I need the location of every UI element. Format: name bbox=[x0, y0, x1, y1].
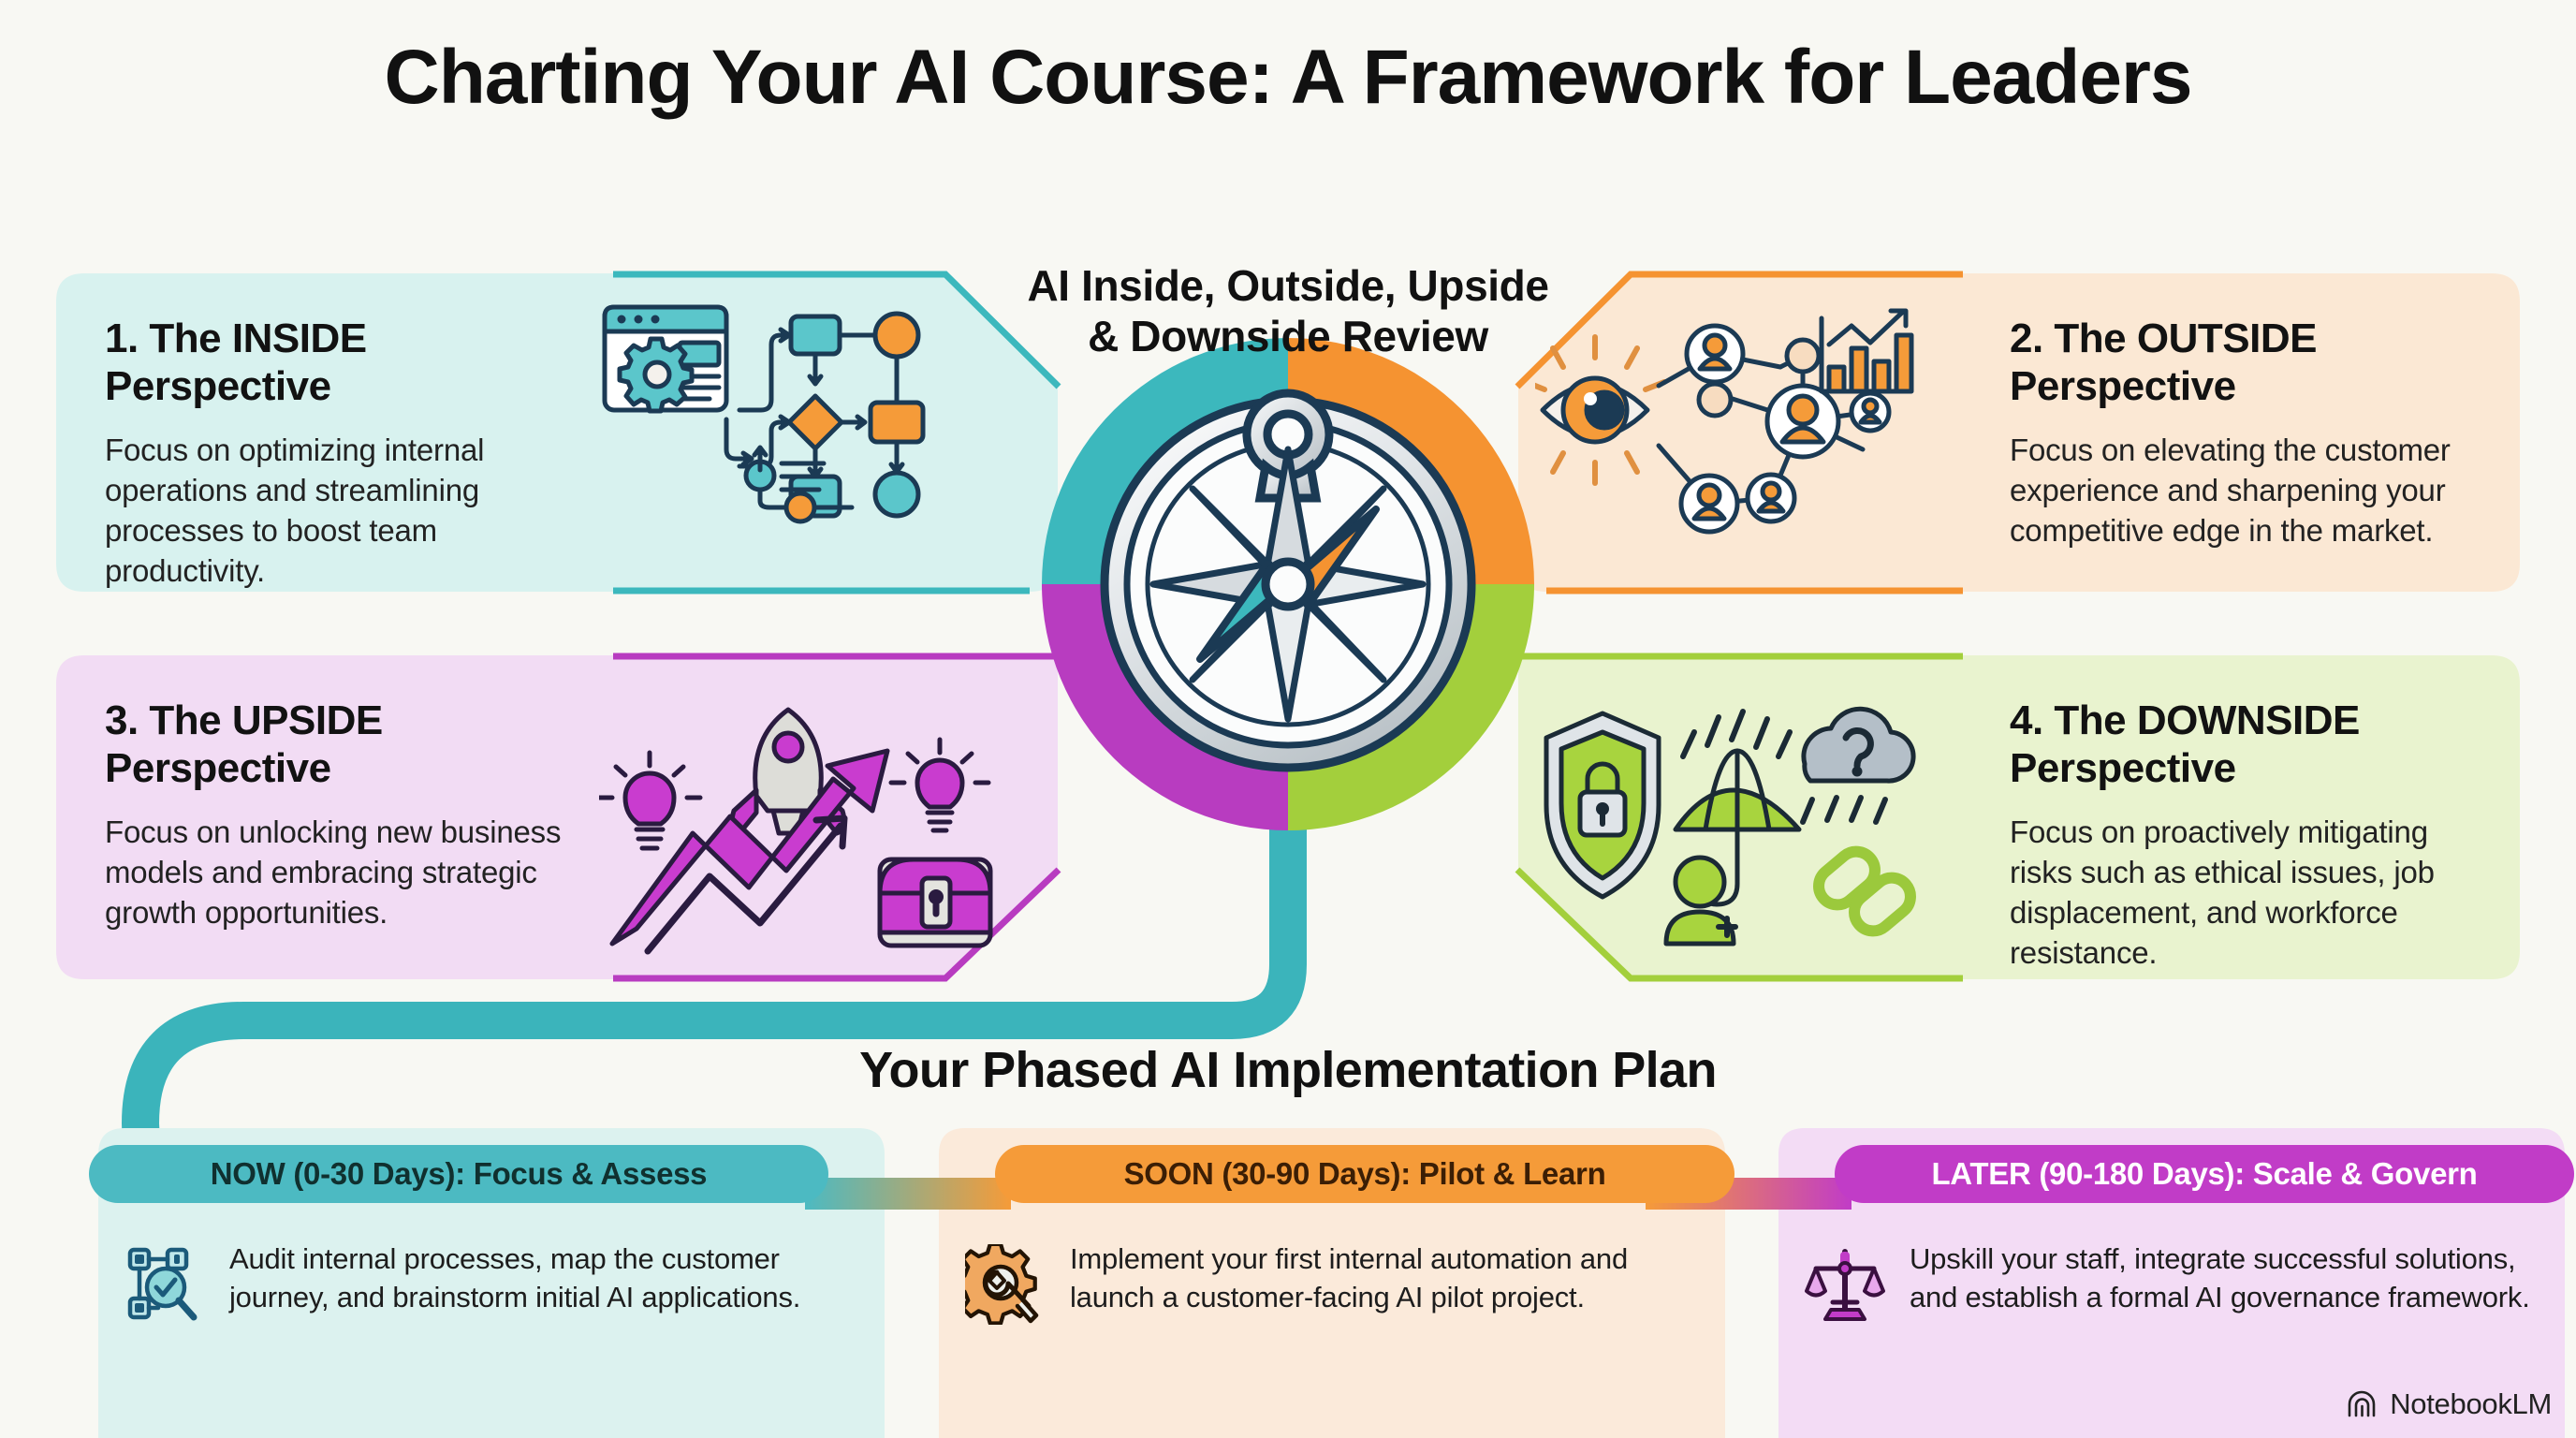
quadrant-body-outside: Focus on elevating the customer experien… bbox=[2010, 433, 2451, 548]
quadrant-body-downside: Focus on proactively mitigating risks su… bbox=[2010, 814, 2435, 970]
phase-content-later: Upskill your staff, integrate successful… bbox=[1805, 1240, 2544, 1325]
phase-card-now[interactable]: NOW (0-30 Days): Focus & Assess Audit in… bbox=[89, 1128, 885, 1438]
phase-body-later: Upskill your staff, integrate successful… bbox=[1910, 1242, 2530, 1313]
notebooklm-watermark: NotebookLM bbox=[2347, 1387, 2552, 1421]
compass-color-ring bbox=[1042, 338, 1534, 830]
quadrant-card-upside[interactable]: 3. The UPSIDE Perspective Focus on unloc… bbox=[56, 655, 1039, 979]
quadrant-title-inside: 1. The INSIDE Perspective bbox=[105, 315, 367, 410]
quadrant-title-downside: 4. The DOWNSIDE Perspective bbox=[2010, 697, 2360, 792]
phase-body-soon: Implement your first internal automation… bbox=[1070, 1242, 1629, 1313]
phase-pill-now[interactable]: NOW (0-30 Days): Focus & Assess bbox=[89, 1145, 828, 1203]
magnifier-check-audit-icon bbox=[127, 1247, 198, 1321]
phase-body-now: Audit internal processes, map the custom… bbox=[229, 1242, 801, 1313]
phase-content-soon: Implement your first internal automation… bbox=[965, 1240, 1705, 1325]
quadrant-title-upside: 3. The UPSIDE Perspective bbox=[105, 697, 383, 792]
plan-heading: Your Phased AI Implementation Plan bbox=[859, 1042, 1717, 1098]
notebooklm-spiral-icon bbox=[2348, 1390, 2376, 1417]
quadrant-card-downside[interactable]: 4. The DOWNSIDE Perspective Focus on pro… bbox=[1490, 655, 2520, 979]
quadrant-body-upside: Focus on unlocking new business models a… bbox=[105, 814, 562, 930]
center-heading: AI Inside, Outside, Upside & Downside Re… bbox=[1027, 261, 1549, 361]
gear-wrench-icon bbox=[965, 1244, 1039, 1325]
phase-pill-soon[interactable]: SOON (30-90 Days): Pilot & Learn bbox=[995, 1145, 1734, 1203]
quadrant-card-outside[interactable]: 2. The OUTSIDE Perspective Focus on elev… bbox=[1490, 273, 2520, 592]
phase-card-soon[interactable]: SOON (30-90 Days): Pilot & Learn Impleme… bbox=[939, 1128, 1734, 1438]
compass-rose-icon[interactable] bbox=[1100, 389, 1476, 772]
page-title: Charting Your AI Course: A Framework for… bbox=[384, 35, 2192, 120]
quadrant-body-inside: Focus on optimizing internal operations … bbox=[105, 433, 485, 588]
phase-content-now: Audit internal processes, map the custom… bbox=[124, 1240, 864, 1325]
quadrant-title-outside: 2. The OUTSIDE Perspective bbox=[2010, 315, 2317, 410]
phase-pill-later[interactable]: LATER (90-180 Days): Scale & Govern bbox=[1835, 1145, 2574, 1203]
balance-scales-icon bbox=[1805, 1249, 1885, 1321]
quadrant-card-inside[interactable]: 1. The INSIDE Perspective Focus on optim… bbox=[56, 273, 1039, 592]
watermark-label: NotebookLM bbox=[2390, 1387, 2552, 1420]
